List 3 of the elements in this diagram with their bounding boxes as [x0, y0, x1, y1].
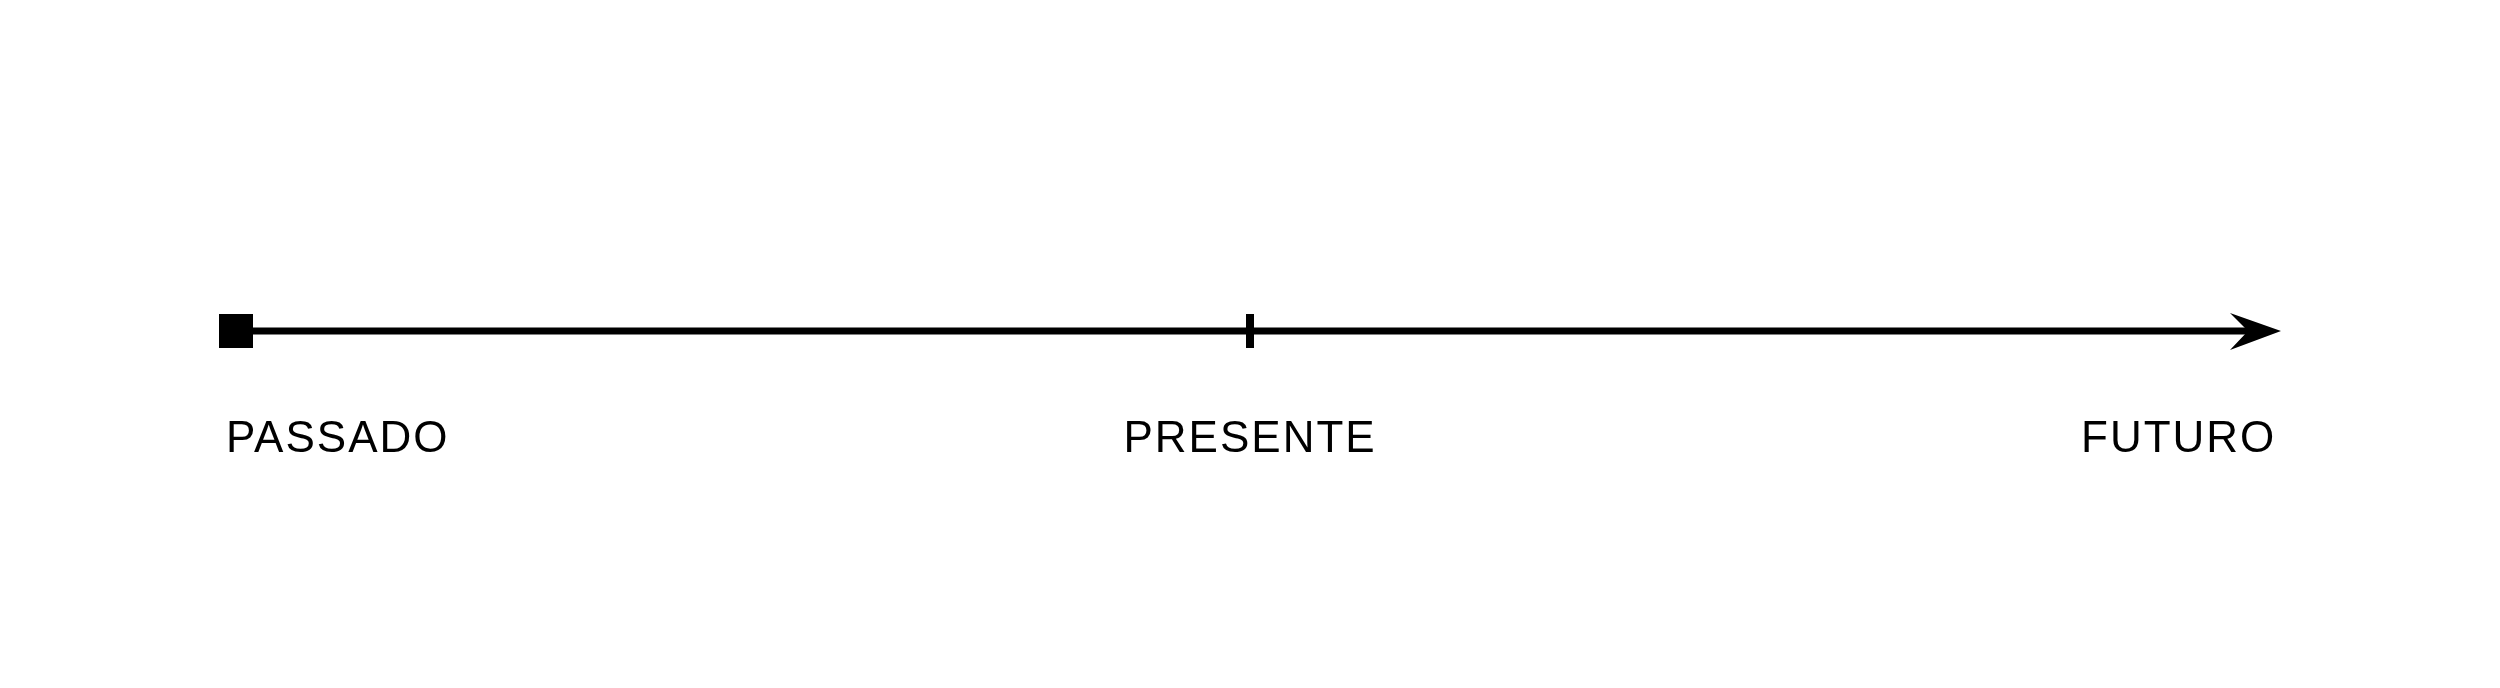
timeline-label: PASSADO [226, 412, 450, 462]
timeline-label: FUTURO [2081, 412, 2277, 462]
timeline-label: PRESENTE [1123, 412, 1377, 462]
